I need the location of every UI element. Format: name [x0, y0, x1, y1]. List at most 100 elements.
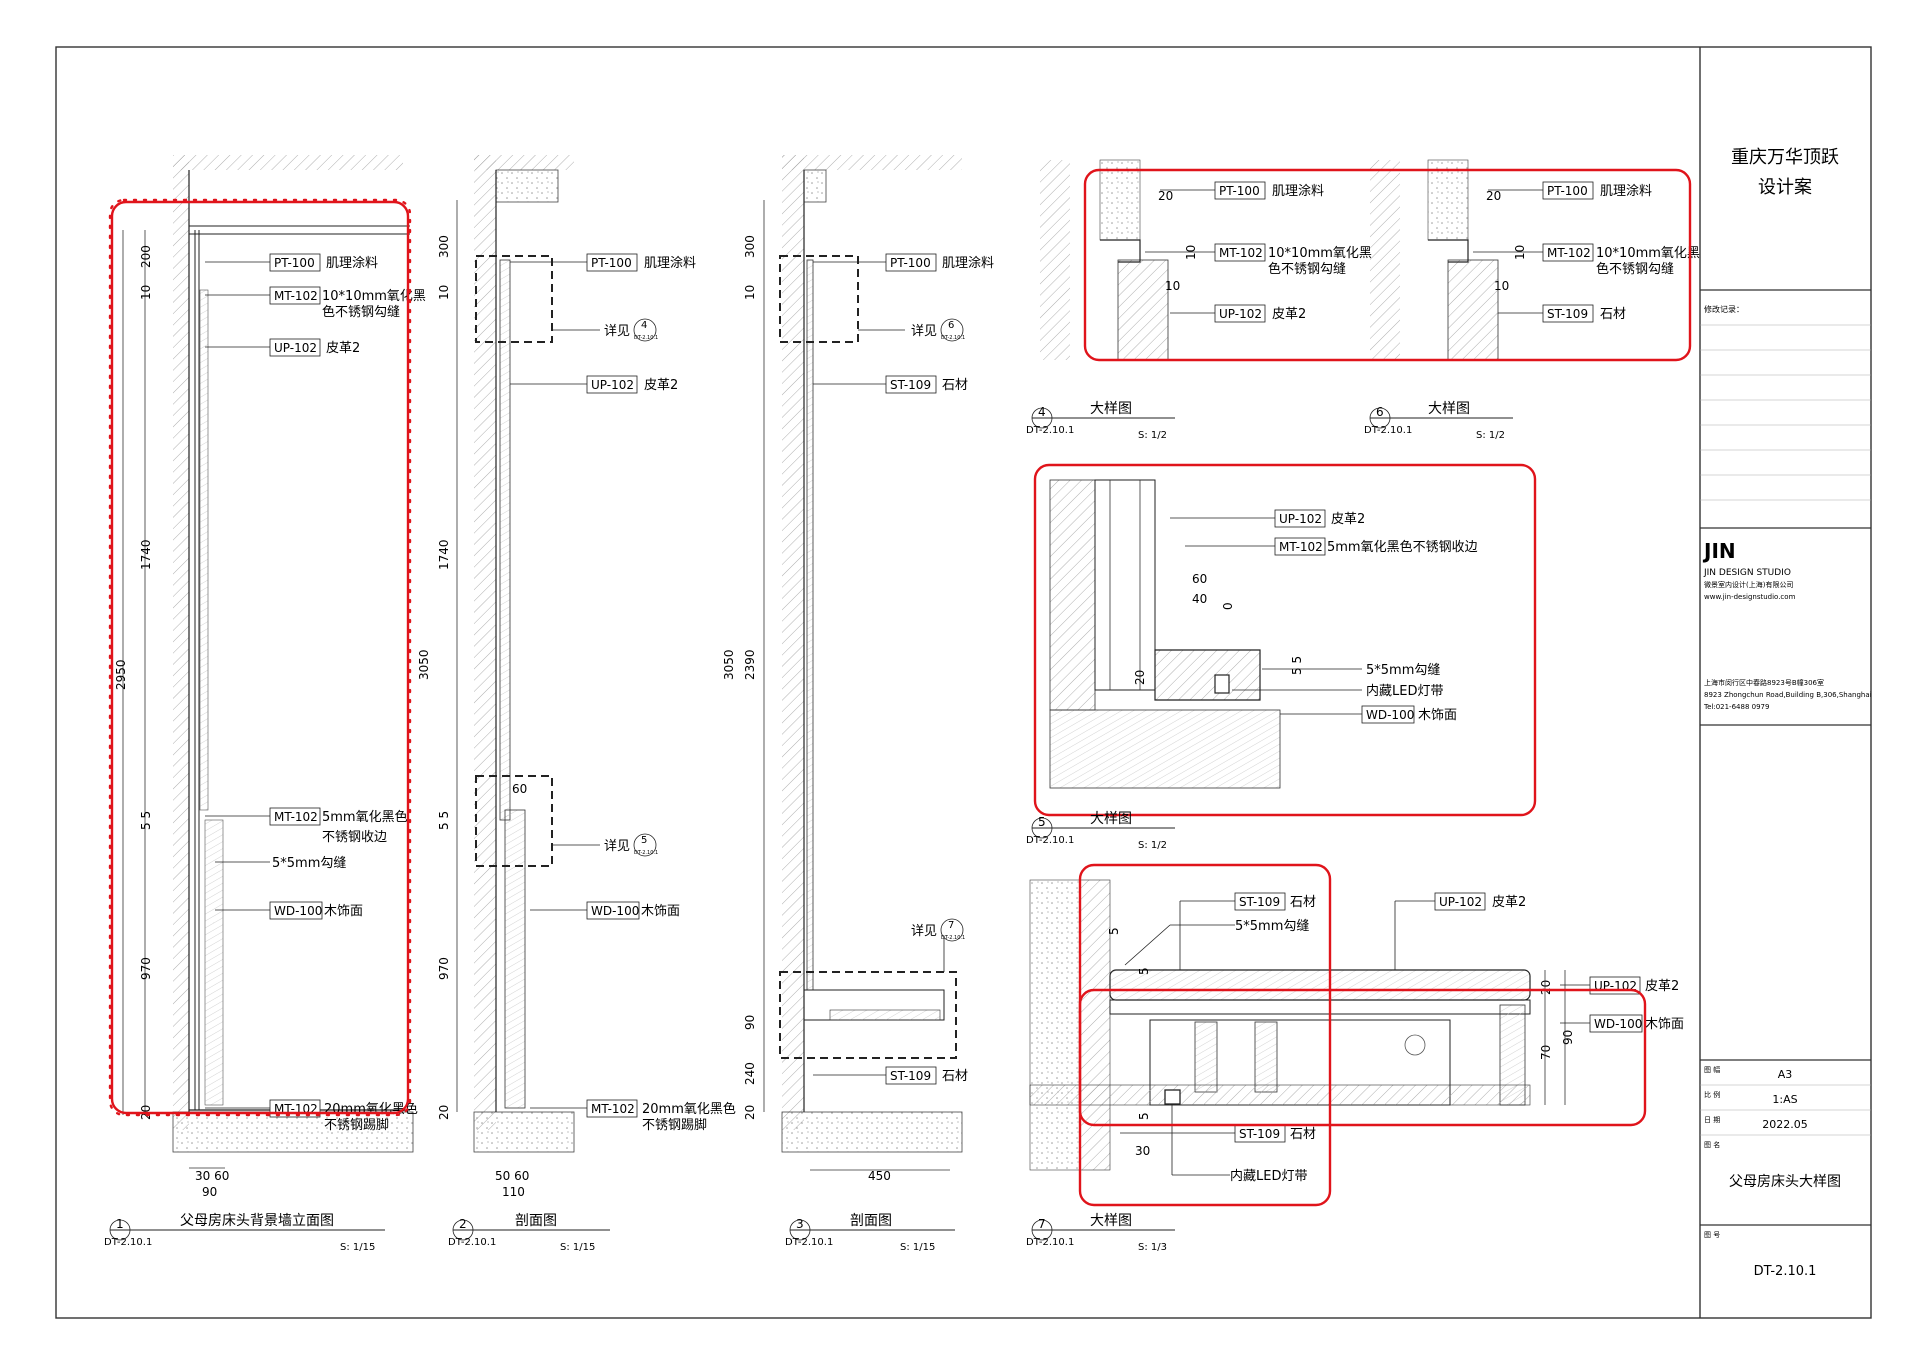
v7-callout-code: ST-109 [1239, 1127, 1280, 1141]
v5-callout-text: 5*5mm勾缝 [1366, 663, 1440, 678]
v7-callout-code: WD-100 [1594, 1017, 1642, 1031]
v6-callout-text: 石材 [1600, 307, 1626, 322]
v5-dim: 60 [1192, 572, 1207, 586]
view-2-section: 300 10 1740 3050 5 5 970 20 50 60 110 60 [417, 155, 575, 1199]
view-title: 大样图 [1090, 811, 1132, 827]
v5-dim: 20 [1133, 670, 1147, 685]
view-7-detail: 5 5 5 30 20 70 90 [1029, 879, 1575, 1171]
drawing-no-label: 图 号 [1704, 1231, 1720, 1239]
v3-dim: 450 [868, 1169, 891, 1183]
v7-callout-text: 5*5mm勾缝 [1235, 919, 1309, 934]
v7-callout-text: 石材 [1290, 1127, 1316, 1142]
v2-callout-code: WD-100 [591, 904, 639, 918]
v1-callout-code: MT-102 [274, 289, 318, 303]
scale-value: 1:AS [1772, 1093, 1797, 1106]
scale-label: 比 例 [1704, 1090, 1720, 1099]
v4-callout-text: 色不锈钢勾缝 [1268, 261, 1346, 277]
v7-callout-text: 内藏LED灯带 [1230, 1168, 1307, 1184]
v6-callout-text: 色不锈钢勾缝 [1596, 261, 1674, 277]
v3-callout-code: ST-109 [890, 1069, 931, 1083]
view-sheet: DT-2.10.1 [104, 1237, 152, 1248]
view-5-callouts: UP-102 皮革2 MT-102 5mm氧化黑色不锈钢收边 5*5mm勾缝 内… [1170, 509, 1478, 724]
view-sheet: DT-2.10.1 [1026, 425, 1074, 436]
v1-callout-text: 5*5mm勾缝 [272, 856, 346, 871]
v1-dim-970: 970 [139, 957, 153, 980]
v1-wall-hatch [173, 155, 189, 1130]
view-scale: S: 1/2 [1476, 430, 1505, 441]
v6-callout-code: ST-109 [1547, 307, 1588, 321]
view-title-6: 6 DT-2.10.1 大样图 S: 1/2 [1364, 401, 1513, 441]
title-block: 重庆万华顶跃 设计案 修改记录： JIN JIN DESIGN STUDIO 微… [1700, 147, 1872, 1279]
view-7-callouts: ST-109 石材 5*5mm勾缝 UP-102 皮革2 UP-102 皮革2 … [1120, 892, 1684, 1184]
v1-dim-90: 90 [202, 1185, 217, 1199]
v2-dim: 1740 [437, 539, 451, 570]
view-title: 大样图 [1090, 1213, 1132, 1229]
v2-callout-text: 木饰面 [641, 904, 680, 919]
v1-dim-200: 200 [139, 245, 153, 268]
studio-logo: JIN [1702, 539, 1736, 563]
view-4-detail: 20 10 10 [1040, 159, 1198, 361]
v2-dim: 60 [512, 782, 527, 796]
view-title: 父母房床头背景墙立面图 [180, 1213, 334, 1229]
view-title: 剖面图 [850, 1213, 892, 1229]
view-number: 1 [116, 1217, 124, 1231]
view-number: 5 [1038, 815, 1046, 829]
v2-dim: 5 5 [437, 811, 451, 830]
v2-callout-code: MT-102 [591, 1102, 635, 1116]
v1-callout-text: 5mm氧化黑色 [322, 809, 408, 825]
view-1-elevation: 200 10 1740 2950 5 5 970 20 30 60 90 [114, 155, 414, 1199]
revision-clouds [108, 168, 1692, 1207]
v7-dim: 20 [1539, 980, 1553, 995]
v7-dim: 30 [1135, 1144, 1150, 1158]
v5-callout-text: 木饰面 [1418, 708, 1457, 723]
detail-ref-sheet: DT-2.10.1 [941, 935, 965, 941]
view-title-7: 7 DT-2.10.1 大样图 S: 1/3 [1026, 1213, 1175, 1253]
view-3-section: 300 10 3050 2390 90 240 20 450 [722, 155, 963, 1183]
view-title-4: 4 DT-2.10.1 大样图 S: 1/2 [1026, 401, 1175, 441]
date-value: 2022.05 [1762, 1118, 1808, 1131]
v6-dim: 10 [1494, 279, 1509, 293]
project-name: 重庆万华顶跃 [1731, 147, 1839, 168]
v3-dim: 20 [743, 1105, 757, 1120]
paper-label: 图 幅 [1704, 1065, 1720, 1074]
v5-callout-text: 内藏LED灯带 [1366, 683, 1443, 699]
view-6-callouts: PT-100 肌理涂料 MT-102 10*10mm氧化黑 色不锈钢勾缝 ST-… [1473, 181, 1700, 323]
detail-ref-label: 详见 [911, 324, 937, 339]
view-scale: S: 1/2 [1138, 840, 1167, 851]
v5-callout-text: 皮革2 [1331, 512, 1365, 527]
studio-cn-name: 微景室内设计(上海)有限公司 [1704, 580, 1793, 589]
outer-border [55, 46, 1872, 1319]
view-title: 大样图 [1090, 401, 1132, 417]
view-sheet: DT-2.10.1 [448, 1237, 496, 1248]
v5-dim: 40 [1192, 592, 1207, 606]
view-scale: S: 1/15 [900, 1242, 935, 1253]
v1-floor [172, 1111, 414, 1153]
v2-dim: 110 [502, 1185, 525, 1199]
v1-callout-code: PT-100 [274, 256, 315, 270]
revision-label: 修改记录： [1704, 304, 1744, 314]
v4-callout-text: 皮革2 [1272, 307, 1306, 322]
v5-callout-code: WD-100 [1366, 708, 1414, 722]
view-sheet: DT-2.10.1 [1026, 835, 1074, 846]
v6-dim: 20 [1486, 189, 1501, 203]
v1-callout-text: 不锈钢踢脚 [324, 1117, 389, 1133]
v7-callout-code: ST-109 [1239, 895, 1280, 909]
v2-callout-text: 不锈钢踢脚 [642, 1117, 707, 1133]
v7-dim: 70 [1539, 1045, 1553, 1060]
project-subtitle: 设计案 [1758, 177, 1812, 198]
v1-callout-text: 肌理涂料 [326, 255, 378, 271]
v1-dim-1740: 1740 [139, 539, 153, 570]
detail-ref-num: 6 [948, 320, 954, 331]
v1-callout-code: WD-100 [274, 904, 322, 918]
date-label: 日 期 [1704, 1116, 1720, 1124]
v1-callout-code: UP-102 [274, 341, 317, 355]
v2-dim: 300 [437, 235, 451, 258]
view-number: 7 [1038, 1217, 1046, 1231]
view-5-detail: 60 40 0 20 5 5 [1049, 479, 1304, 789]
v2-dim: 10 [437, 285, 451, 300]
v5-callout-code: UP-102 [1279, 512, 1322, 526]
detail-ref-label: 详见 [604, 839, 630, 854]
v7-callout-text: 皮革2 [1645, 979, 1679, 994]
v1-callout-text: 不锈钢收边 [322, 830, 387, 845]
view-3-callouts: PT-100 肌理涂料 ST-109 石材 ST-109 石材 详见 6 DT-… [813, 253, 994, 1085]
